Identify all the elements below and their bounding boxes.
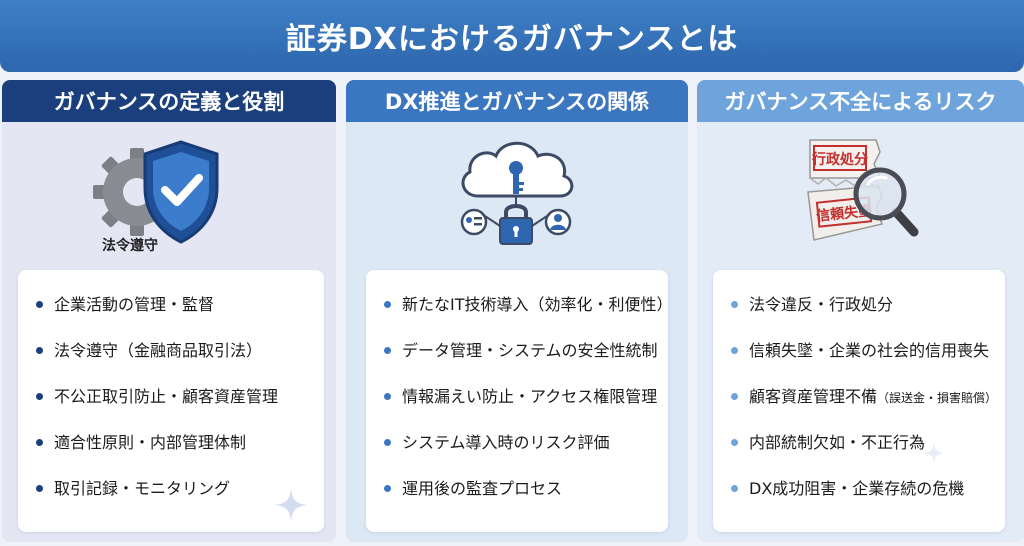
column-header: ガバナンス不全によるリスク <box>697 80 1024 122</box>
column-header: DX推進とガバナンスの関係 <box>346 80 688 122</box>
id-card-icon <box>460 208 488 236</box>
list-card: 企業活動の管理・監督 法令遵守（金融商品取引法） 不公正取引防止・顧客資産管理 … <box>18 270 324 532</box>
torn-document-icon: 行政処分 信頼失墜 <box>806 139 883 241</box>
item-list: 新たなIT技術導入（効率化・利便性） データ管理・システムの安全性統制 情報漏え… <box>366 270 673 524</box>
column-governance-definition: ガバナンスの定義と役割 法令遵守 企業活動の管理・監督 法 <box>2 80 336 542</box>
item-list: 企業活動の管理・監督 法令遵守（金融商品取引法） 不公正取引防止・顧客資産管理 … <box>18 270 324 524</box>
list-item: データ管理・システムの安全性統制 <box>384 340 668 386</box>
list-item: 企業活動の管理・監督 <box>36 294 324 340</box>
item-list: 法令違反・行政処分 信頼失墜・企業の社会的信用喪失 顧客資産管理不備（誤送金・損… <box>713 270 1005 524</box>
list-item: DX成功阻害・企業存続の危機 <box>731 478 1005 524</box>
list-card: 新たなIT技術導入（効率化・利便性） データ管理・システムの安全性統制 情報漏え… <box>366 270 673 532</box>
list-item: 運用後の監査プロセス <box>384 478 668 524</box>
list-item: システム導入時のリスク評価 <box>384 432 668 478</box>
list-item-text: 顧客資産管理不備 <box>749 387 878 406</box>
page-title: 証券DXにおけるガバナンスとは <box>285 22 739 57</box>
cloud-key-icon <box>461 141 574 198</box>
list-item: 情報漏えい防止・アクセス権限管理 <box>384 386 668 432</box>
sparkle-icon <box>622 486 658 522</box>
title-banner: 証券DXにおけるガバナンスとは <box>0 0 1024 72</box>
list-item-note: （誤送金・損害賠償） <box>877 391 998 405</box>
list-item: 顧客資産管理不備（誤送金・損害賠償） <box>731 386 1005 432</box>
sparkle-icon <box>923 442 945 464</box>
list-item: 法令遵守（金融商品取引法） <box>36 340 324 386</box>
torn-document-magnifier-icon: 行政処分 信頼失墜 <box>806 139 918 241</box>
list-card: 法令違反・行政処分 信頼失墜・企業の社会的信用喪失 顧客資産管理不備（誤送金・損… <box>713 270 1005 532</box>
list-item: 適合性原則・内部管理体制 <box>36 432 324 478</box>
column-governance-failure-risks: ガバナンス不全によるリスク 行政処分 信頼失墜 法令違反・行政処分 信頼失墜・企… <box>697 80 1024 542</box>
lock-icon <box>499 204 533 245</box>
column-dx-governance-relation: DX推進とガバナンスの関係 新たなIT技術 <box>346 80 688 542</box>
sparkle-icon <box>274 488 308 522</box>
cloud-security-icon <box>460 141 574 245</box>
column-header: ガバナンスの定義と役割 <box>2 80 336 122</box>
list-item: 不公正取引防止・顧客資産管理 <box>36 386 324 432</box>
list-item: 内部統制欠如・不正行為 <box>731 432 1005 478</box>
user-icon <box>544 208 572 236</box>
gear-shield-icon <box>93 140 219 244</box>
shield-check-icon <box>143 140 219 244</box>
svg-text:行政処分: 行政処分 <box>811 151 868 168</box>
list-item: 法令違反・行政処分 <box>731 294 1005 340</box>
icon-caption: 法令遵守 <box>102 238 158 254</box>
list-item: 取引記録・モニタリング <box>36 478 324 524</box>
list-item: 新たなIT技術導入（効率化・利便性） <box>384 294 673 340</box>
magnifier-icon <box>853 167 918 237</box>
sparkle-icon <box>967 490 999 522</box>
list-item: 信頼失墜・企業の社会的信用喪失 <box>731 340 1005 386</box>
